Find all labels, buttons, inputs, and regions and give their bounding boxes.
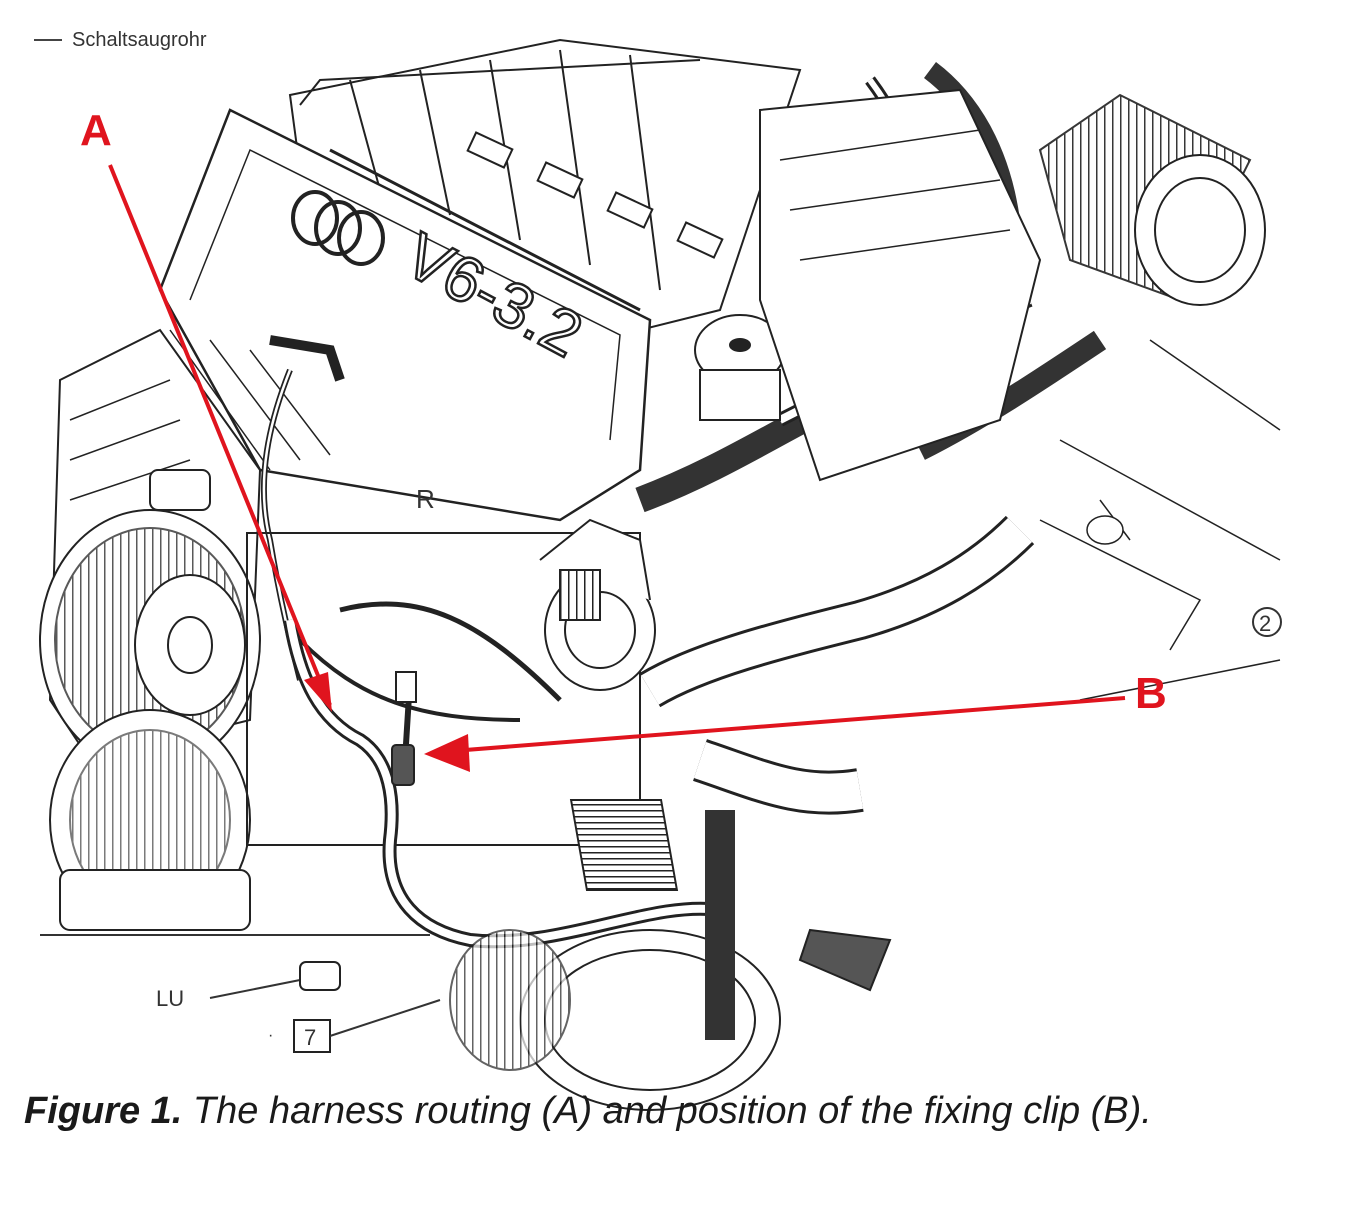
wiring-loom — [298, 601, 562, 761]
svg-text:Schaltsaugrohr: Schaltsaugrohr — [72, 29, 207, 51]
right-cylinder-head — [759, 88, 1042, 482]
caption-text: The harness routing (A) and position of … — [182, 1090, 1152, 1132]
figure-caption: Figure 1. The harness routing (A) and po… — [24, 1090, 1152, 1133]
arrow-a: A — [80, 106, 332, 712]
arrow-b-label: B — [1135, 669, 1167, 718]
throttle-body — [539, 518, 656, 691]
arrow-b: B — [424, 669, 1167, 772]
svg-text:7: 7 — [304, 1025, 316, 1050]
bank-r-label: R — [416, 484, 435, 514]
chassis-lines — [1039, 339, 1281, 701]
intake-manifold — [288, 38, 802, 332]
fixing-clip — [391, 744, 415, 786]
intake-manifold-label: Schaltsaugrohr — [34, 29, 207, 51]
lu-callout: LU — [40, 934, 430, 1011]
callout-7: · 7 — [268, 999, 441, 1053]
air-intake-duct — [1038, 93, 1266, 306]
alternator — [39, 509, 261, 771]
harness-routing — [283, 618, 721, 949]
arrow-a-label: A — [80, 106, 112, 155]
detail-region-frame — [246, 532, 641, 846]
caption-prefix: Figure 1. — [24, 1090, 183, 1132]
mount-bracket — [798, 928, 892, 992]
oil-cooler — [569, 799, 679, 891]
svg-text:LU: LU — [156, 986, 184, 1011]
svg-text:2: 2 — [1259, 611, 1271, 636]
ac-compressor — [49, 709, 251, 931]
svg-text:·: · — [268, 1027, 273, 1044]
audi-rings-logo — [291, 190, 385, 266]
callout-2: 2 — [1252, 607, 1282, 637]
engine-cover — [158, 108, 652, 522]
